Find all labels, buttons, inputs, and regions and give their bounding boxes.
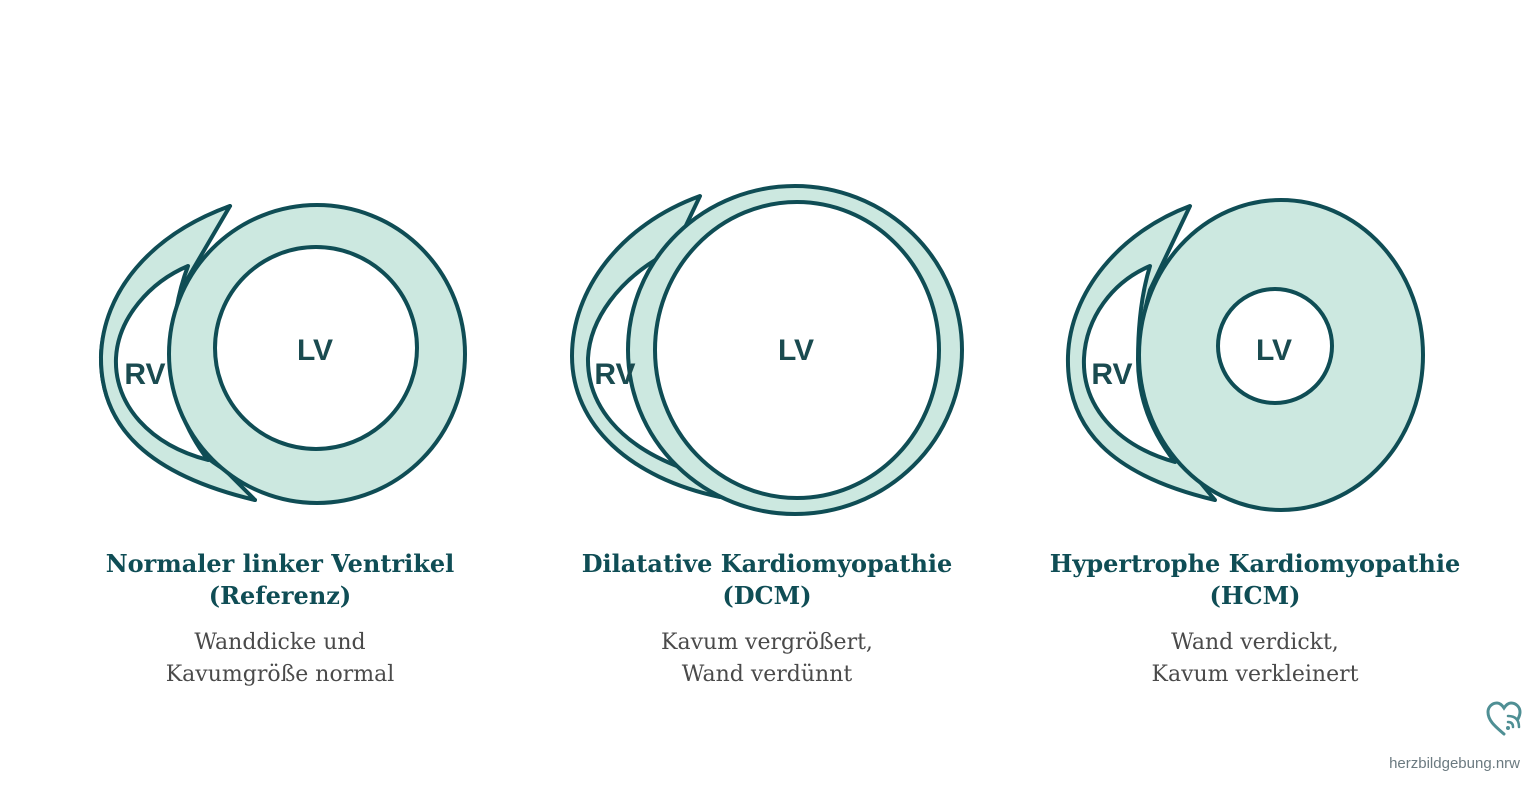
brand-url: herzbildgebung.nrw [1389, 755, 1520, 772]
heart-wifi-icon [1486, 701, 1522, 736]
panel-title: Dilatative Kardiomyopathie (DCM) [581, 549, 953, 610]
panel-title: Hypertrophe Kardiomyopathie (HCM) [1049, 549, 1461, 610]
dcm-caption: Dilatative Kardiomyopathie (DCM) Kavum v… [547, 548, 987, 691]
lv-cavity [653, 200, 941, 500]
rv-label: RV [124, 358, 165, 391]
lv-cavity [213, 245, 419, 451]
panel-description: Kavum vergrößert, Wand verdünnt [661, 630, 873, 687]
hcm-caption: Hypertrophe Kardiomyopathie (HCM) Wand v… [1035, 548, 1475, 691]
panel-description: Wanddicke und Kavumgröße normal [165, 630, 395, 687]
normal-caption: Normaler linker Ventrikel (Referenz) Wan… [60, 548, 500, 691]
normal-ventricle-figure [98, 203, 467, 505]
hcm-ventricle-figure [1065, 198, 1425, 512]
lv-cavity [1216, 287, 1334, 405]
panel-title: Normaler linker Ventrikel (Referenz) [105, 549, 455, 610]
rv-label: RV [1091, 358, 1132, 391]
lv-label: LV [778, 334, 814, 367]
panel-description: Wand verdickt, Kavum verkleinert [1151, 630, 1359, 687]
dcm-ventricle-figure [570, 184, 964, 516]
lv-label: LV [297, 334, 333, 367]
rv-label: RV [594, 358, 635, 391]
lv-label: LV [1256, 334, 1292, 367]
